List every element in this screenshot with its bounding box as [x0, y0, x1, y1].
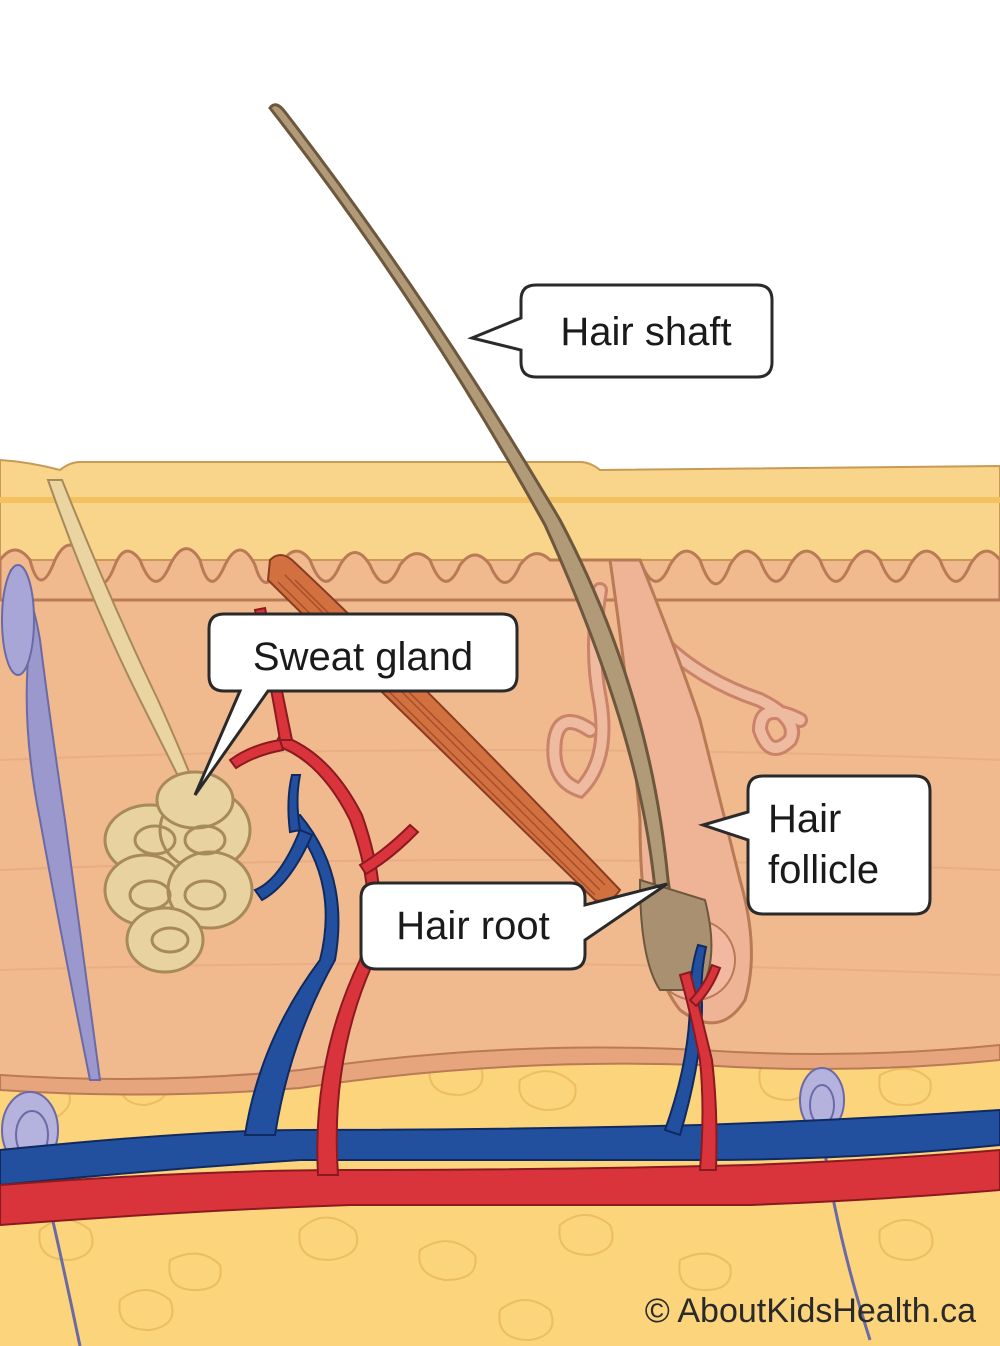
label-hair-follicle-line1: Hair: [768, 797, 841, 841]
callout-hair-shaft: Hair shaft: [472, 285, 772, 377]
label-sweat-gland: Sweat gland: [253, 635, 473, 679]
label-hair-root: Hair root: [396, 904, 549, 948]
label-hair-shaft: Hair shaft: [560, 310, 731, 354]
epidermis-layer: [0, 460, 1000, 600]
label-hair-follicle-line2: follicle: [768, 848, 879, 892]
copyright-credit: © AboutKidsHealth.ca: [645, 1292, 976, 1330]
